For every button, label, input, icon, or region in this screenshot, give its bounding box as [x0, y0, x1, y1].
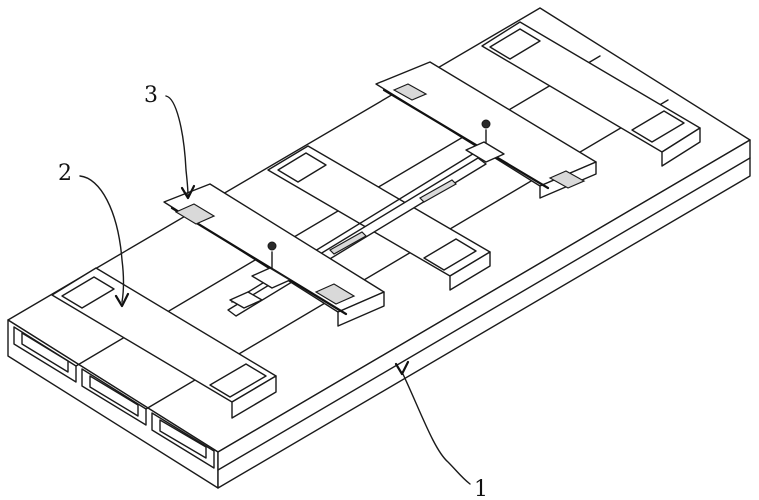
rear-crossbar	[375, 61, 597, 199]
leader-line-3-arrow	[180, 184, 196, 200]
callouts: 1 2 3	[58, 83, 488, 500]
leader-line-1	[401, 371, 471, 485]
rear-pad	[481, 21, 701, 167]
leader-line-2	[79, 175, 125, 303]
callout-label-1: 1	[474, 477, 488, 500]
base-slab	[7, 7, 751, 489]
callout-label-3: 3	[144, 83, 158, 108]
callout-label-2: 2	[58, 161, 72, 186]
leader-lines	[79, 95, 471, 485]
front-pad	[51, 267, 277, 419]
leader-line-3	[165, 95, 189, 197]
leader-line-2-arrow	[114, 292, 130, 308]
front-crossbar	[163, 183, 385, 327]
leader-line-1-arrow	[394, 360, 410, 376]
